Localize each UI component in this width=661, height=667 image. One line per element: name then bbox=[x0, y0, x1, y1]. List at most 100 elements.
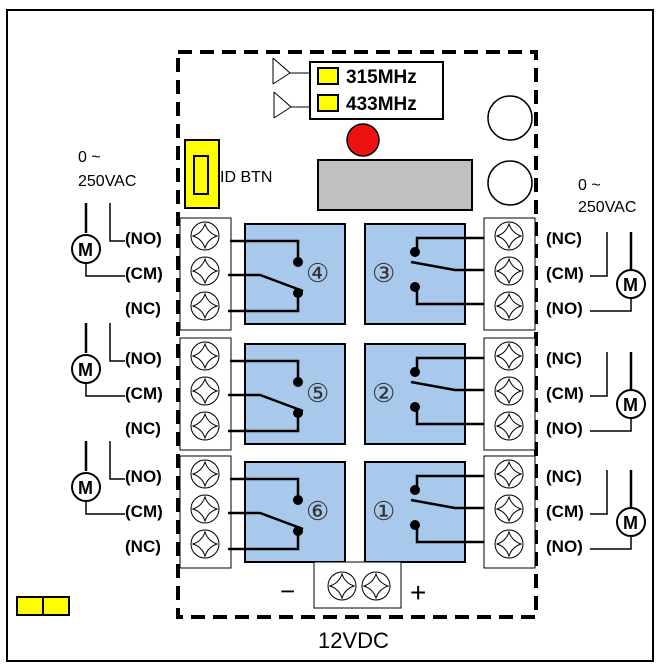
relay-channel-2: ③ (NC) (CM) (NO) M bbox=[364, 217, 646, 331]
wire bbox=[415, 407, 484, 426]
board-outline bbox=[176, 50, 538, 619]
terminal-label: (NC) bbox=[125, 419, 161, 438]
receiver-module bbox=[317, 159, 473, 211]
power-screw-plus[interactable] bbox=[361, 571, 391, 601]
wire-switch-arm bbox=[410, 260, 484, 272]
terminal-label: (NO) bbox=[125, 467, 162, 486]
terminal-label: (NC) bbox=[546, 229, 582, 248]
relay-channel-4: ② (NC) (CM) (NO) M bbox=[364, 337, 646, 451]
motor-load: M bbox=[590, 232, 646, 312]
terminal-screw[interactable] bbox=[190, 256, 220, 286]
wire-switch-arm bbox=[410, 380, 484, 392]
terminal-label: (NC) bbox=[546, 467, 582, 486]
status-led bbox=[346, 123, 380, 157]
terminal-label: (NO) bbox=[546, 419, 583, 438]
wire bbox=[228, 413, 300, 433]
voltage-label-left-1: 0 ~ bbox=[78, 149, 101, 166]
wire-switch-arm bbox=[410, 498, 484, 510]
terminal-screw[interactable] bbox=[494, 459, 524, 489]
terminal-screw[interactable] bbox=[190, 291, 220, 321]
contact-dot bbox=[293, 495, 303, 505]
power-plus-label: + bbox=[410, 577, 426, 608]
terminal-screw[interactable] bbox=[494, 494, 524, 524]
wire-switch-arm bbox=[228, 393, 304, 413]
terminal-screw[interactable] bbox=[494, 411, 524, 441]
wire bbox=[230, 477, 300, 498]
freq-433-label: 433MHz bbox=[346, 94, 417, 115]
terminal-screw[interactable] bbox=[494, 341, 524, 371]
svg-text:M: M bbox=[78, 240, 93, 260]
terminal-label: (CM) bbox=[546, 502, 584, 521]
terminal-label: (CM) bbox=[546, 264, 584, 283]
terminal-screw[interactable] bbox=[190, 376, 220, 406]
wire bbox=[230, 239, 300, 260]
relay-channel-5: ⑥(NO)(CM)(NC)M bbox=[71, 441, 346, 569]
terminal-screw[interactable] bbox=[494, 529, 524, 559]
relay-body bbox=[364, 223, 466, 325]
freq-315-jumper[interactable] bbox=[317, 67, 339, 85]
terminal-label: (NO) bbox=[125, 229, 162, 248]
wire-switch-arm bbox=[228, 511, 304, 531]
wire bbox=[230, 359, 300, 380]
id-button-label: ID BTN bbox=[220, 169, 272, 186]
relay-channel-6: ①(NC)(CM)(NO)M bbox=[364, 455, 646, 569]
terminal-screw[interactable] bbox=[190, 411, 220, 441]
relay-number: ⑤ bbox=[306, 379, 329, 409]
contact-dot bbox=[293, 257, 303, 267]
motor-load: M bbox=[590, 470, 646, 550]
terminal-screw[interactable] bbox=[190, 529, 220, 559]
svg-text:M: M bbox=[623, 275, 638, 295]
relay-channel-1: ④(NO)(CM)(NC)M bbox=[71, 203, 346, 331]
terminal-screw[interactable] bbox=[190, 341, 220, 371]
terminal-screw[interactable] bbox=[190, 221, 220, 251]
terminal-label: (NC) bbox=[546, 349, 582, 368]
svg-text:M: M bbox=[623, 513, 638, 533]
voltage-label-left-2: 250VAC bbox=[78, 173, 136, 190]
terminal-label: (CM) bbox=[546, 384, 584, 403]
terminal-screw[interactable] bbox=[494, 256, 524, 286]
wire bbox=[415, 525, 484, 544]
jumper-left[interactable] bbox=[16, 596, 44, 616]
contact-dot bbox=[410, 282, 420, 292]
voltage-label-right-1: 0 ~ bbox=[578, 177, 601, 194]
freq-315-label: 315MHz bbox=[346, 67, 417, 88]
contact-dot bbox=[410, 247, 420, 257]
power-minus-label: − bbox=[280, 576, 295, 606]
wire bbox=[415, 356, 484, 370]
voltage-label-right-2: 250VAC bbox=[578, 199, 636, 216]
outer-frame bbox=[6, 9, 654, 662]
id-button-key[interactable] bbox=[193, 155, 209, 195]
terminal-label: (NO) bbox=[546, 299, 583, 318]
terminal-label: (CM) bbox=[125, 384, 163, 403]
svg-text:M: M bbox=[623, 395, 638, 415]
relay-number: ② bbox=[372, 379, 395, 409]
motor-load: M bbox=[71, 203, 125, 277]
terminal-screw[interactable] bbox=[494, 221, 524, 251]
wire bbox=[415, 236, 484, 250]
contact-dot bbox=[410, 367, 420, 377]
jumper-right[interactable] bbox=[42, 596, 70, 616]
antenna-icon bbox=[272, 57, 312, 119]
terminal-label: (CM) bbox=[125, 502, 163, 521]
power-screw-minus[interactable] bbox=[327, 571, 357, 601]
wire bbox=[228, 531, 300, 551]
relay-number: ③ bbox=[372, 259, 395, 289]
contact-dot bbox=[410, 485, 420, 495]
terminal-screw[interactable] bbox=[494, 291, 524, 321]
motor-load: M bbox=[71, 323, 125, 397]
terminal-screw[interactable] bbox=[190, 494, 220, 524]
freq-433-jumper[interactable] bbox=[317, 94, 339, 112]
terminal-screw[interactable] bbox=[494, 376, 524, 406]
wire bbox=[415, 287, 484, 306]
terminal-label: (NC) bbox=[125, 537, 161, 556]
svg-text:M: M bbox=[78, 360, 93, 380]
wire-switch-arm bbox=[228, 273, 304, 293]
relay-body bbox=[364, 461, 466, 563]
contact-dot bbox=[293, 377, 303, 387]
capacitor-1 bbox=[487, 95, 533, 141]
relay-number: ① bbox=[372, 497, 395, 527]
relay-body bbox=[364, 343, 466, 445]
terminal-label: (NC) bbox=[125, 299, 161, 318]
terminal-screw[interactable] bbox=[190, 459, 220, 489]
